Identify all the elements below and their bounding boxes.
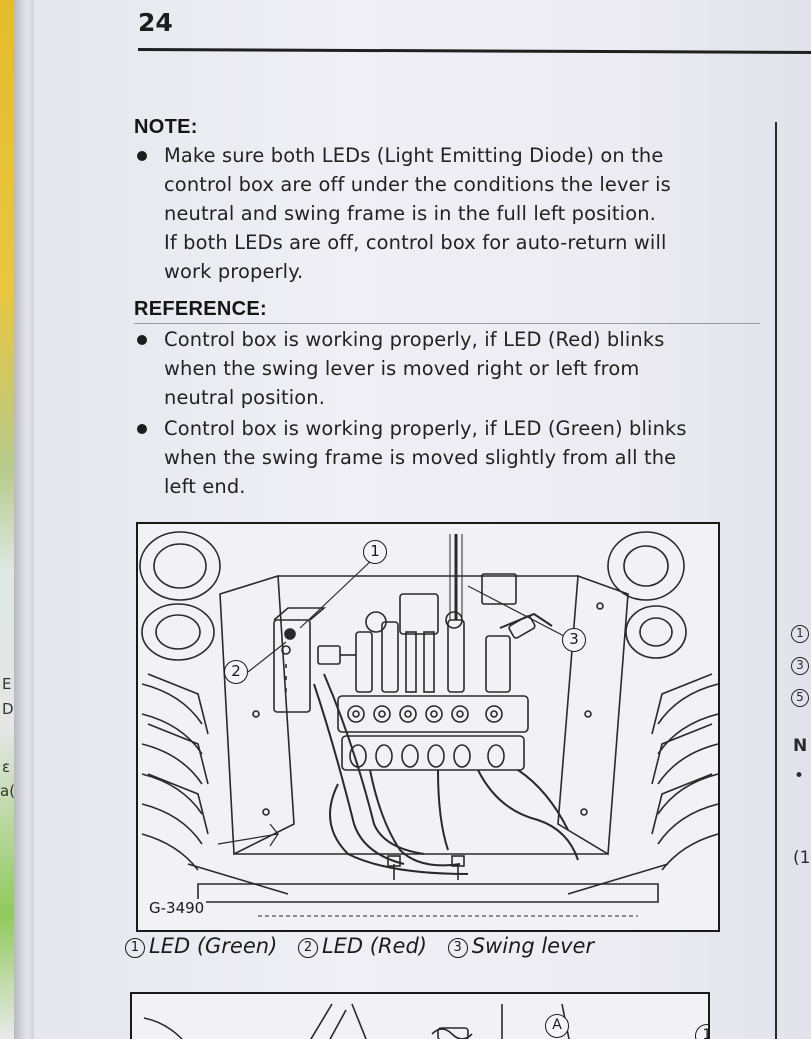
left-fragment: ε — [2, 758, 11, 776]
caption-label: LED (Red) — [321, 934, 427, 958]
text-line: Control box is working properly, if LED … — [164, 417, 687, 440]
right-fragment: • — [794, 766, 805, 786]
left-fragment: a( — [0, 782, 16, 800]
caption-label: Swing lever — [471, 934, 595, 958]
right-fragment: (1 — [793, 848, 811, 868]
bullet-icon — [137, 424, 147, 434]
callout-a: A — [545, 1014, 569, 1038]
caption-label: LED (Green) — [149, 934, 278, 958]
next-figure-drawing — [143, 1003, 570, 1039]
manual-page: 24 NOTE: Make sure both LEDs (Light Emit… — [34, 0, 811, 1039]
callout-led-red: 2 — [224, 660, 248, 684]
figure-code: G-3490 — [147, 899, 207, 917]
text-line: Make sure both LEDs (Light Emitting Diod… — [164, 144, 664, 167]
text-line: neutral position. — [164, 386, 326, 409]
caption-number: 2 — [297, 938, 318, 958]
reference-heading: REFERENCE: — [134, 298, 268, 320]
left-page-edge — [14, 0, 36, 1039]
reference-section: REFERENCE: Control box is working proper… — [134, 298, 774, 501]
callout-1: 1 — [695, 1024, 708, 1039]
callout-swing-lever: 3 — [562, 628, 586, 652]
text-line: when the swing lever is moved right or l… — [164, 357, 640, 380]
right-fragment: 5 — [791, 689, 809, 707]
note-item: Make sure both LEDs (Light Emitting Diod… — [134, 141, 774, 286]
reference-rule — [134, 323, 760, 324]
text-line: when the swing frame is moved slightly f… — [164, 446, 677, 469]
left-fragment: E — [2, 675, 12, 693]
page-number: 24 — [138, 8, 173, 37]
text-line: If both LEDs are off, control box for au… — [164, 231, 667, 254]
reference-item-text: Control box is working properly, if LED … — [164, 325, 774, 412]
reference-item: Control box is working properly, if LED … — [134, 325, 774, 412]
text-line: work properly. — [164, 260, 304, 283]
right-fragment: 3 — [791, 657, 809, 675]
caption-number: 1 — [125, 938, 145, 958]
right-fragment: 1 — [791, 625, 809, 643]
callout-led-green: 1 — [363, 540, 387, 564]
column-divider — [775, 122, 777, 1039]
control-box-illustration: 1 2 3 G-3490 — [136, 522, 720, 932]
note-item-text: Make sure both LEDs (Light Emitting Diod… — [164, 141, 774, 286]
text-line: control box are off under the conditions… — [164, 173, 671, 196]
bullet-icon — [137, 151, 147, 161]
note-heading: NOTE: — [134, 116, 198, 138]
reference-item-text: Control box is working properly, if LED … — [164, 414, 774, 501]
next-figure-illustration: A 1 — [130, 992, 710, 1039]
text-line: Control box is working properly, if LED … — [164, 328, 665, 351]
text-line: neutral and swing frame is in the full l… — [164, 202, 656, 225]
right-fragment: N — [793, 736, 808, 756]
header-rule — [137, 48, 811, 54]
note-section: NOTE: Make sure both LEDs (Light Emittin… — [134, 116, 774, 286]
caption-number: 3 — [447, 938, 468, 958]
text-line: left end. — [164, 475, 246, 498]
reference-item: Control box is working properly, if LED … — [134, 414, 774, 501]
left-fragment: D — [2, 700, 14, 718]
machine-drawing — [139, 531, 718, 917]
bullet-icon — [137, 335, 147, 345]
